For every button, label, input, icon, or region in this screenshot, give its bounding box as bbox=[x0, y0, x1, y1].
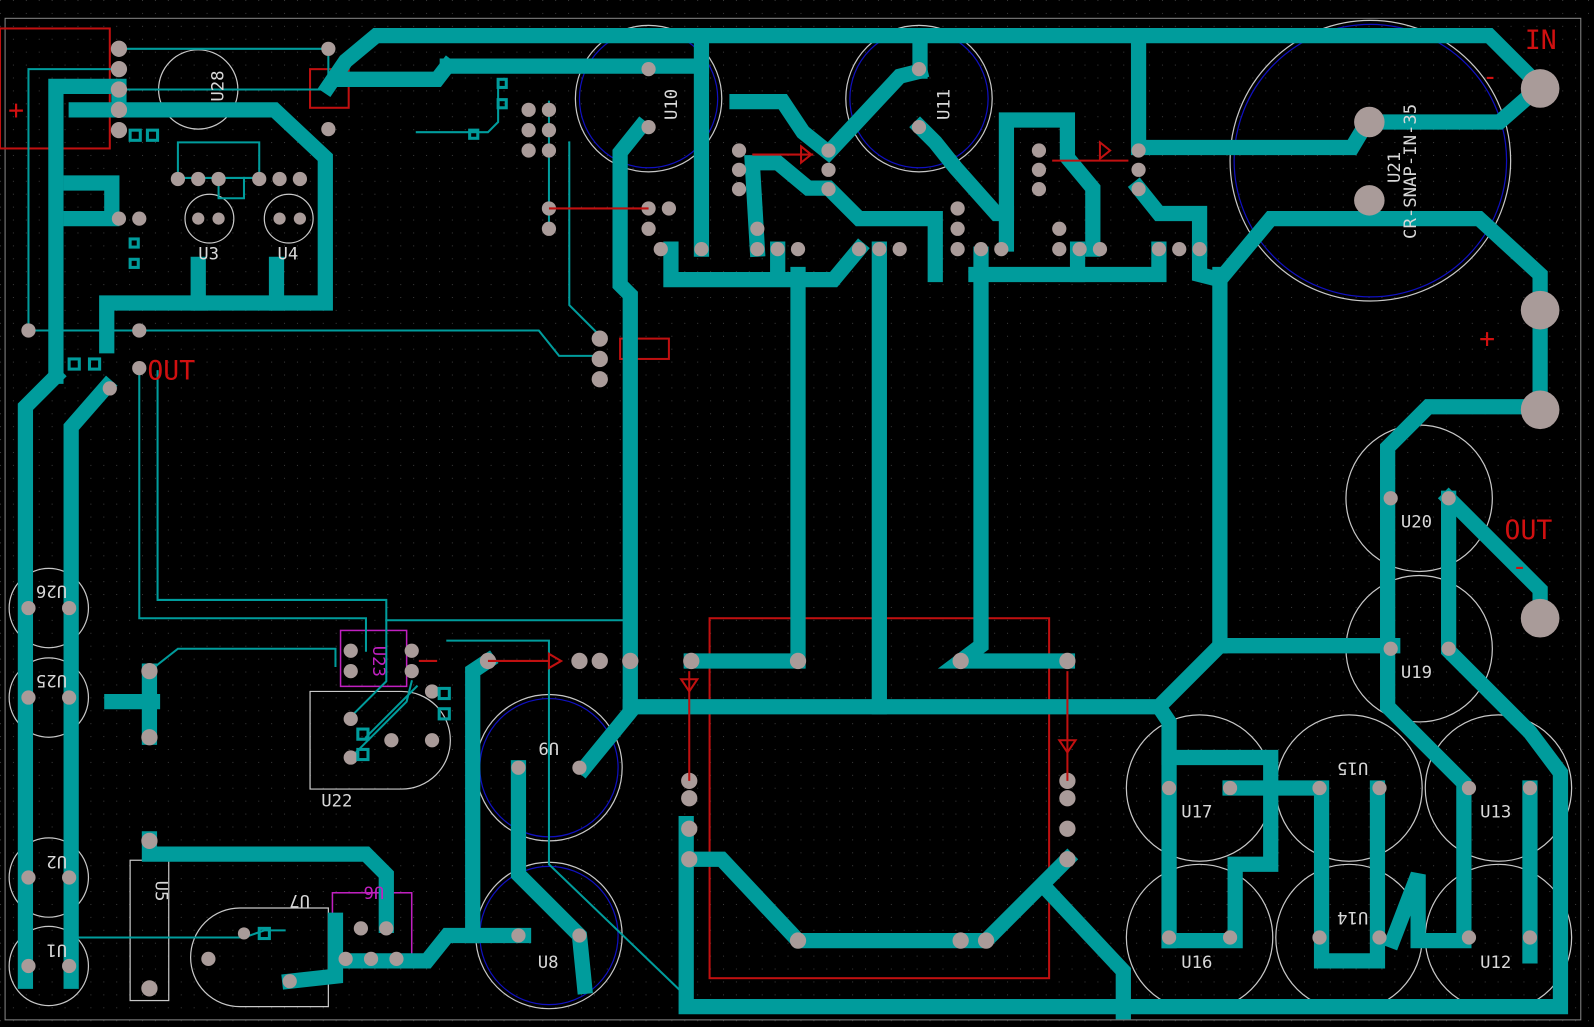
out-label-right: OUT bbox=[1505, 515, 1553, 546]
label-u7[interactable]: U7 bbox=[289, 890, 310, 910]
label-u8[interactable]: U8 bbox=[538, 953, 559, 973]
label-u10[interactable]: U10 bbox=[662, 89, 682, 120]
label-u20[interactable]: U20 bbox=[1401, 513, 1432, 533]
label-u19[interactable]: U19 bbox=[1401, 663, 1432, 683]
minus-marker: - bbox=[1482, 61, 1498, 92]
label-u14[interactable]: U14 bbox=[1337, 907, 1368, 927]
label-u26[interactable]: U26 bbox=[36, 581, 67, 601]
label-u23[interactable]: U23 bbox=[368, 646, 388, 677]
label-u5[interactable]: U5 bbox=[151, 881, 171, 902]
label-u12[interactable]: U12 bbox=[1480, 953, 1511, 973]
label-u17[interactable]: U17 bbox=[1181, 803, 1212, 823]
minus-marker-right: - bbox=[1512, 552, 1528, 583]
out-label-top: OUT bbox=[147, 355, 195, 386]
label-u16[interactable]: U16 bbox=[1181, 953, 1212, 973]
label-u1[interactable]: U1 bbox=[46, 940, 67, 960]
label-u22[interactable]: U22 bbox=[321, 791, 352, 811]
label-u2[interactable]: U2 bbox=[46, 851, 67, 871]
label-u21-value: CR-SNAP-IN-35 bbox=[1401, 104, 1421, 239]
diode-marks bbox=[418, 140, 1129, 781]
plus-marker-left: + bbox=[8, 95, 24, 126]
label-u21[interactable]: U21 bbox=[1385, 152, 1405, 183]
label-u6[interactable]: U6 bbox=[363, 882, 384, 902]
pads bbox=[21, 40, 1560, 997]
label-u9[interactable]: U9 bbox=[538, 737, 559, 757]
board-edge bbox=[4, 17, 1582, 1021]
label-u3[interactable]: U3 bbox=[198, 244, 219, 264]
label-u4[interactable]: U4 bbox=[278, 244, 299, 264]
in-label: IN bbox=[1525, 25, 1557, 56]
label-u11[interactable]: U11 bbox=[934, 89, 954, 120]
label-u13[interactable]: U13 bbox=[1480, 803, 1511, 823]
label-u15[interactable]: U15 bbox=[1337, 758, 1368, 778]
label-u25[interactable]: U25 bbox=[36, 670, 67, 690]
label-u28[interactable]: U28 bbox=[209, 70, 229, 101]
plus-marker: + bbox=[1479, 324, 1495, 355]
signal-traces bbox=[27, 47, 683, 993]
component-labels: U28 U3 U4 U10 U11 U21 CR-SNAP-IN-35 U20 … bbox=[36, 70, 1511, 973]
